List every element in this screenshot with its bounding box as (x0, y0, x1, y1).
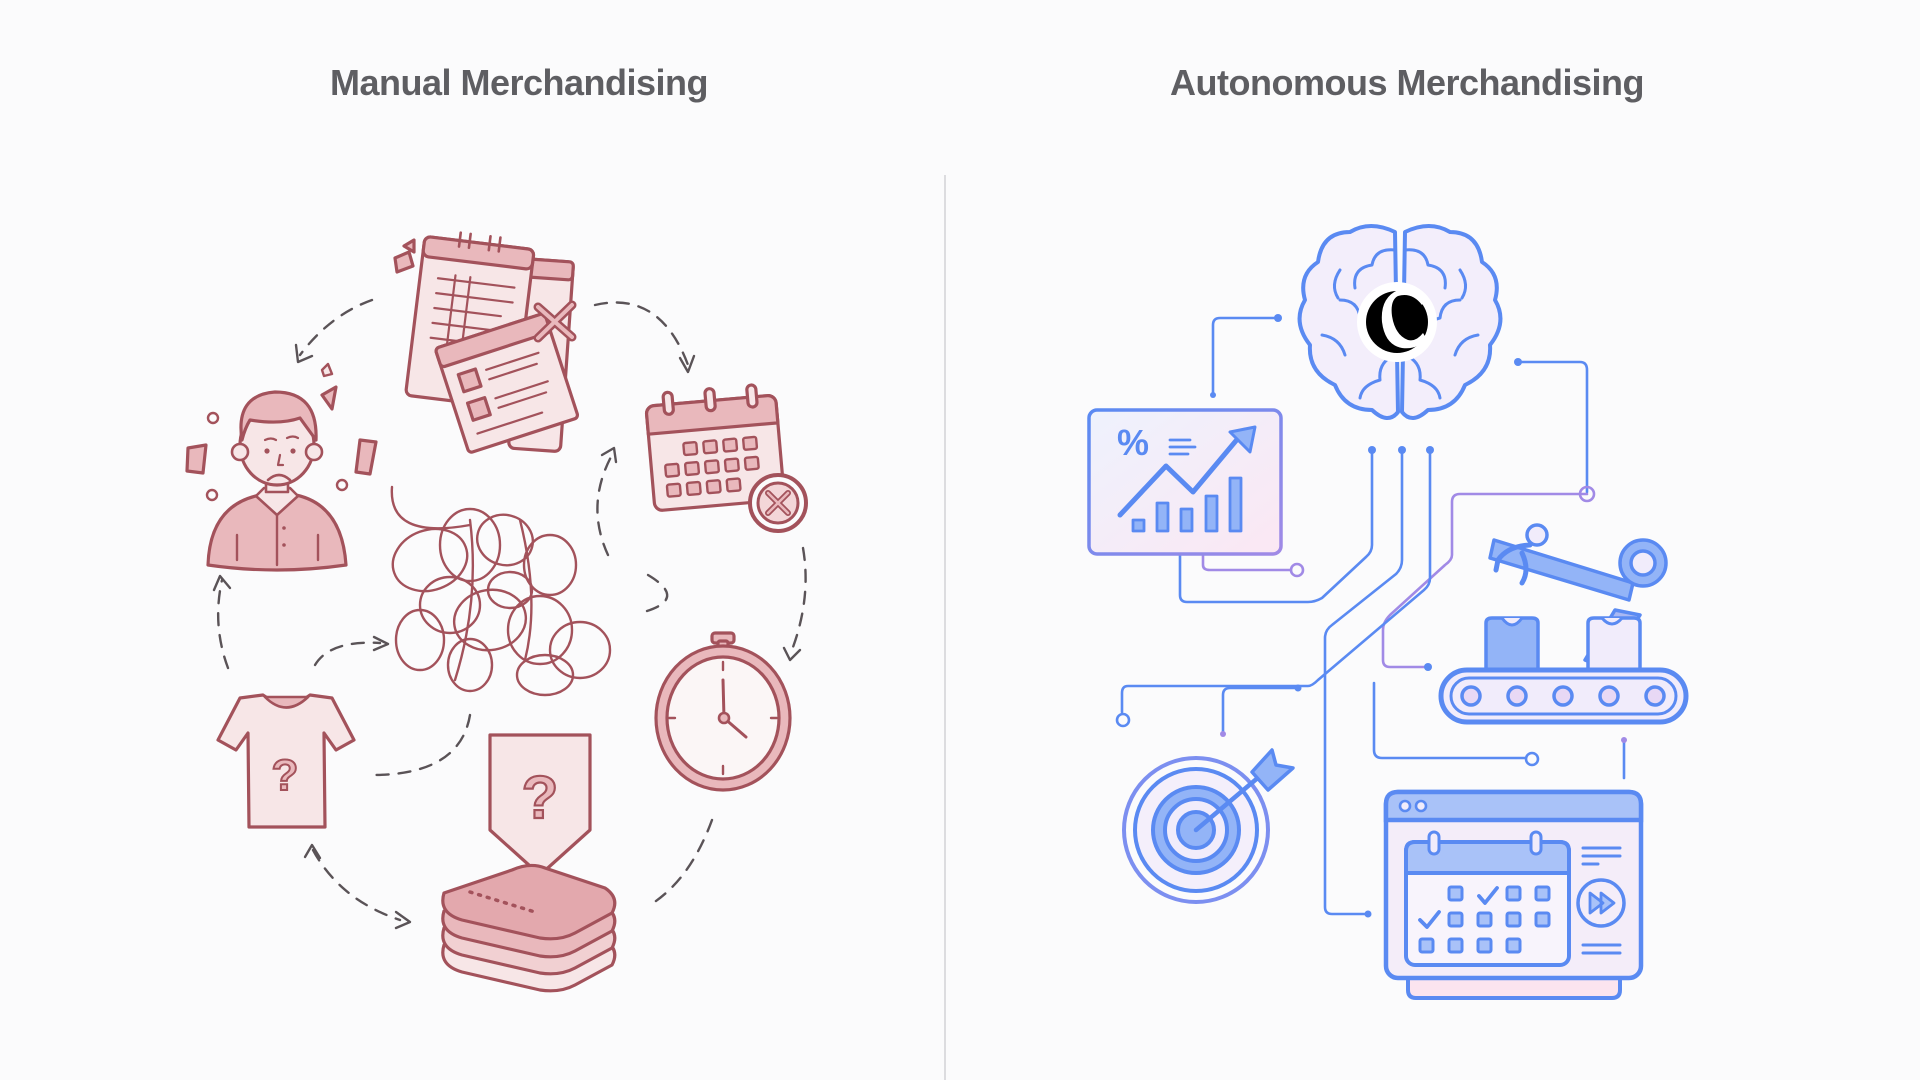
autonomous-illustration: % (1087, 224, 1689, 1000)
manual-merchandising-title: Manual Merchandising (329, 62, 709, 103)
dashed-cycle-arrows (212, 298, 807, 930)
cancel-circle-icon (748, 473, 808, 533)
schedule-calendar-window-icon (1383, 789, 1644, 1000)
svg-text:?: ? (522, 764, 559, 831)
autonomous-merchandising-title: Autonomous Merchandising (1170, 62, 1645, 103)
percent-symbol: % (1117, 422, 1149, 463)
brand-logo-c-icon (1357, 282, 1437, 362)
price-tag-question-icon: ? (488, 733, 592, 877)
calendar-cancelled-icon (644, 383, 786, 512)
spreadsheet-documents-icon (393, 231, 580, 454)
stopwatch-icon (654, 631, 792, 792)
circuit-lines (1115, 314, 1627, 918)
target-arrow-icon (1122, 748, 1295, 904)
analytics-chart-icon: % (1087, 408, 1283, 556)
folded-clothes-stack-icon (441, 863, 617, 993)
rejected-x-icon (533, 300, 577, 343)
tshirt-question-icon: ? (216, 693, 356, 829)
tangled-scribble-icon (390, 485, 612, 697)
center-divider (944, 175, 946, 1080)
manual-illustration: ? ? (185, 231, 808, 993)
question-mark: ? (272, 751, 299, 800)
brain-icon (1297, 224, 1503, 420)
stressed-person-icon (185, 362, 378, 572)
robot-arm-conveyor-icon (1438, 523, 1689, 725)
